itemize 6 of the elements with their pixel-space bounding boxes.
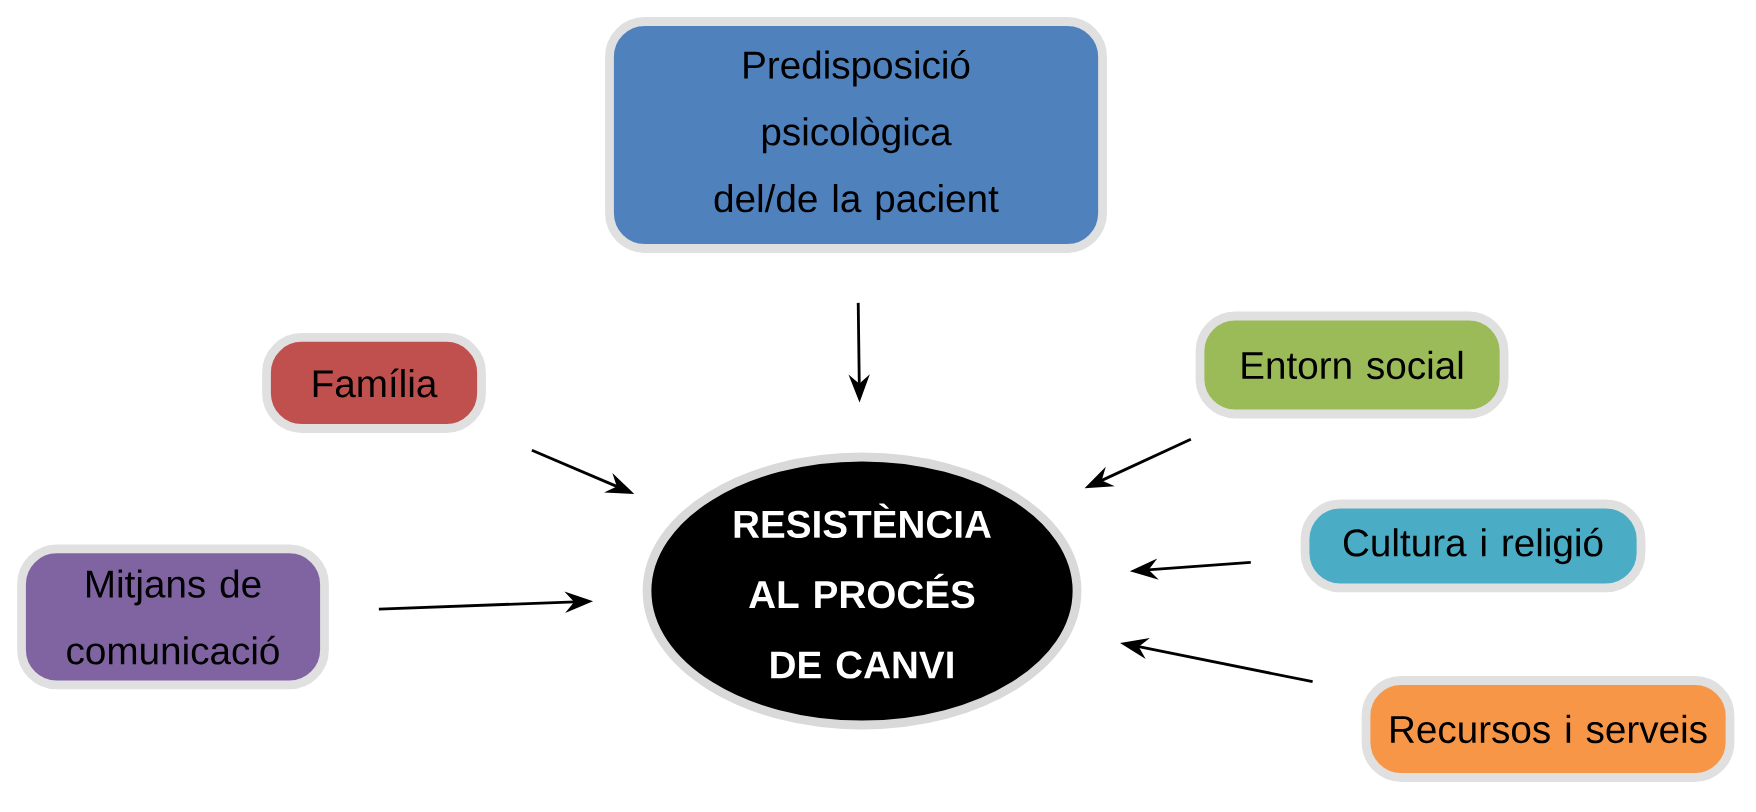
factor-box: Cultura i religió [1300,499,1646,593]
factor-box: Entorn social [1195,311,1509,419]
factor-box: Família [262,333,486,433]
factor-box: Recursos i serveis [1361,676,1735,782]
factor-box: Predisposició psicològica del/de la pacient [605,17,1107,253]
factor-box: Mitjans de comunicació [17,544,329,690]
